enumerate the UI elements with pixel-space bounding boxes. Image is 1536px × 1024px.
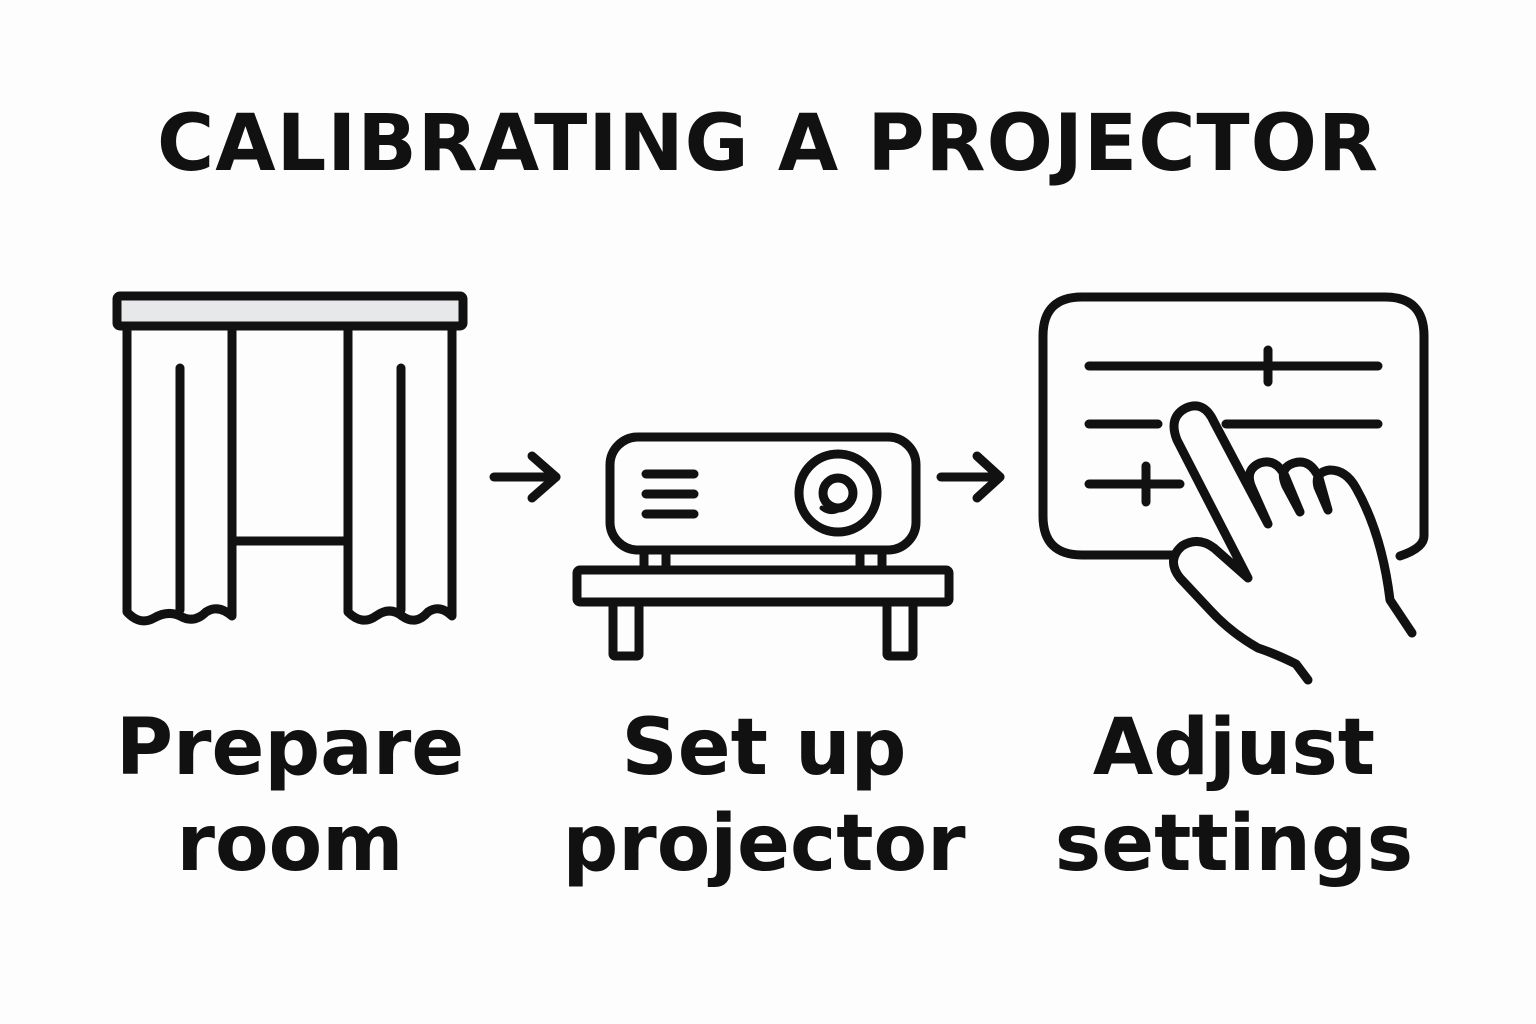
curtain-left bbox=[122, 321, 237, 626]
arrow-right-icon bbox=[936, 451, 1005, 503]
curtain-right bbox=[343, 321, 457, 625]
settings-panel bbox=[1038, 292, 1429, 561]
step-label-prepare-room: Prepare room bbox=[80, 700, 500, 892]
step-label-line: projector bbox=[562, 799, 966, 889]
step-label-line: Adjust bbox=[1092, 703, 1376, 793]
step-label-line: room bbox=[176, 799, 404, 889]
table-top bbox=[572, 565, 954, 607]
settings-touch-icon bbox=[1038, 292, 1429, 685]
diagram-title: CALIBRATING A PROJECTOR bbox=[156, 99, 1380, 189]
projector-icon bbox=[572, 432, 954, 661]
curtain-rod bbox=[112, 291, 468, 331]
projector-body bbox=[605, 432, 921, 555]
projector-lens bbox=[794, 449, 882, 537]
step-label-adjust-settings: Adjust settings bbox=[1024, 700, 1444, 892]
arrow-right-icon bbox=[489, 451, 561, 503]
table-leg bbox=[882, 597, 918, 661]
hand-icon bbox=[1169, 401, 1417, 685]
step-label-line: settings bbox=[1054, 799, 1414, 889]
table-leg bbox=[608, 597, 644, 661]
step-label-set-up-projector: Set up projector bbox=[554, 700, 974, 892]
step-label-line: Prepare bbox=[115, 703, 465, 793]
step-label-line: Set up bbox=[621, 703, 907, 793]
curtains-icon bbox=[112, 291, 468, 626]
